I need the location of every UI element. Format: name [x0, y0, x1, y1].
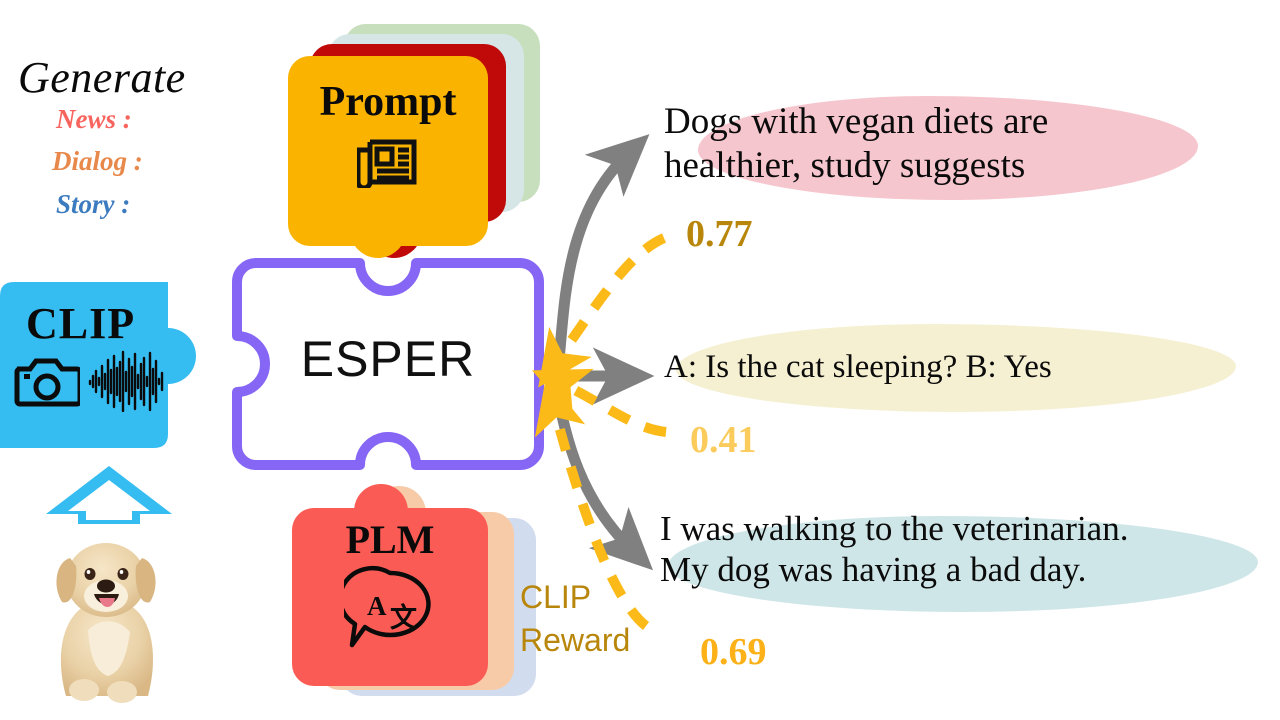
generate-title: Generate: [18, 53, 186, 102]
generation-arrow-news: [550, 134, 650, 388]
prompt-module[interactable]: Prompt: [288, 24, 548, 258]
clip-reward-line1: CLIP: [520, 579, 592, 615]
esper-title: ESPER: [300, 331, 476, 387]
prompt-card[interactable]: Prompt: [288, 56, 488, 246]
output-text-story: I was walking to the veterinarian. My do…: [660, 509, 1129, 590]
task-label-story: Story :: [56, 189, 131, 219]
output-text-dialog: A: Is the cat sleeping? B: Yes: [664, 349, 1052, 385]
plm-title: PLM: [345, 517, 435, 562]
plm-card[interactable]: PLM A 文: [292, 508, 488, 686]
plm-module[interactable]: PLM A 文: [292, 484, 542, 700]
audio-waveform-icon: [88, 350, 166, 417]
score-news: 0.77: [686, 213, 753, 255]
output-text-news: Dogs with vegan diets are healthier, stu…: [664, 101, 1049, 186]
clip-title: CLIP: [26, 299, 136, 348]
highlight-news: [698, 96, 1198, 200]
puppy-photo: [26, 510, 186, 705]
output-row-news: Dogs with vegan diets are healthier, stu…: [648, 88, 1208, 200]
task-label-news: News :: [56, 104, 132, 134]
output-row-story: I was walking to the veterinarian. My do…: [648, 500, 1268, 612]
esper-module[interactable]: [232, 258, 544, 470]
newspaper-icon: [355, 132, 419, 193]
generation-arrow-story: [550, 380, 654, 571]
score-dialog: 0.41: [690, 419, 757, 461]
output-row-dialog: A: Is the cat sleeping? B: Yes: [648, 322, 1248, 412]
svg-text:A: A: [367, 591, 387, 621]
task-label-dialog: Dialog :: [52, 146, 143, 176]
clip-input-arrow: [44, 464, 174, 531]
reward-arrow-dialog: [531, 368, 667, 437]
prompt-title: Prompt: [319, 79, 457, 125]
highlight-story: [668, 516, 1258, 612]
translate-icon: A 文: [337, 565, 436, 658]
clip-reward-label: CLIP Reward: [520, 576, 680, 662]
clip-reward-line2: Reward: [520, 622, 631, 659]
svg-text:文: 文: [390, 602, 418, 633]
highlight-dialog: [676, 324, 1236, 412]
camera-icon: [14, 355, 83, 412]
score-story: 0.69: [700, 631, 767, 673]
